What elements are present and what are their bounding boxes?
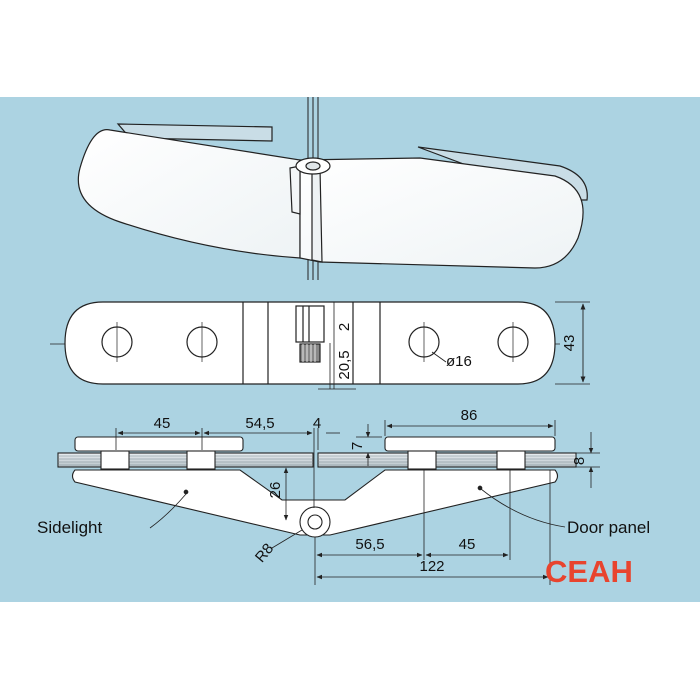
dim-total-length: 122: [419, 558, 444, 575]
dim-2: 2: [336, 323, 353, 331]
dim-pivot-to-hole: 56,5: [355, 536, 384, 553]
hinge-3d-view: [77, 97, 588, 280]
dim-clamp-length: 86: [461, 407, 478, 424]
dim-depth: 26: [267, 482, 284, 499]
side-view-dimension-lines: [115, 420, 600, 585]
pivot-inner: [307, 514, 323, 530]
dim-height-43: 43: [561, 335, 578, 352]
dim-glass-gap: 7: [349, 442, 366, 450]
dim-hole-spacing-right: 45: [459, 536, 476, 553]
dim-gap: 4: [313, 415, 321, 432]
top-view-dimension-texts: 2 20,5 ø16 43: [336, 323, 578, 380]
dim-pivot-offset: 54,5: [245, 415, 274, 432]
brand-logo: CEAH: [545, 554, 633, 589]
dim-20-5: 20,5: [336, 350, 353, 379]
label-sidelight: Sidelight: [37, 518, 102, 537]
dim-hole-spacing-left: 45: [154, 415, 171, 432]
label-door-panel: Door panel: [567, 518, 650, 537]
hinge-side-view: [57, 436, 577, 538]
hinge-top-view: [50, 301, 590, 390]
dim-thickness: 8: [571, 457, 588, 465]
callout-labels: Sidelight Door panel: [37, 518, 650, 537]
dim-hole-diameter: ø16: [446, 353, 472, 370]
